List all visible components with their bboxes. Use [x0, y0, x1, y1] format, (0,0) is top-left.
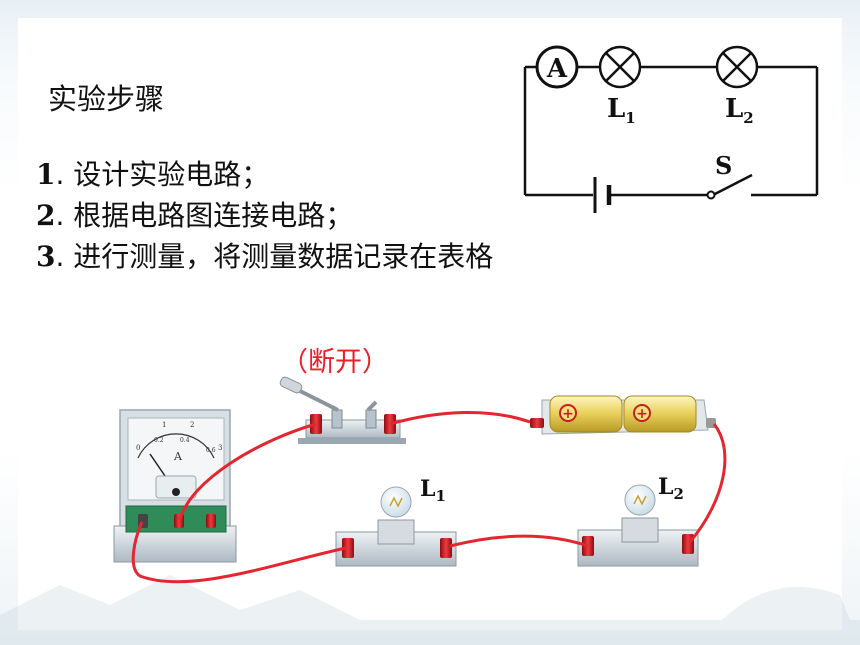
step-separator: . — [55, 199, 65, 232]
scale-tick-1: 1 — [162, 421, 166, 429]
lamp2-subscript: 2 — [743, 109, 753, 127]
step-number: 1 — [36, 158, 56, 191]
switch-contact — [706, 190, 716, 200]
step-number: 2 — [36, 199, 56, 232]
connecting-wires — [131, 410, 727, 584]
scale-tick-06: 0.6 — [206, 447, 216, 454]
switch-label: S — [715, 151, 732, 180]
lamp1-letter: L — [607, 94, 625, 124]
switch-state-label: （断开） — [281, 347, 389, 378]
lamp2-device-letter: L — [658, 474, 673, 500]
battery-pack: + + — [530, 395, 716, 435]
step-text: 设计实验电路； — [73, 158, 270, 191]
lamp2-device-label: L2 — [658, 474, 684, 503]
step-text: 根据电路图连接电路； — [73, 199, 354, 232]
battery-symbol — [593, 177, 612, 213]
lamp1-subscript: 1 — [625, 109, 635, 127]
switch-blade — [712, 173, 753, 197]
wire-switch-battery — [389, 410, 531, 426]
lamp1-symbol — [598, 45, 642, 89]
lamp1-device-subscript: 1 — [435, 487, 445, 505]
lamp1-device — [335, 486, 457, 567]
scale-tick-04: 0.4 — [180, 437, 190, 444]
step-1: 1. 设计实验电路； — [36, 153, 269, 193]
step-3: 3. 进行测量，将测量数据记录在表格 — [36, 235, 493, 275]
meter-unit-label: A — [173, 450, 183, 463]
lamp2-symbol — [715, 45, 759, 89]
scale-tick-02: 0.2 — [154, 437, 164, 444]
background-decoration — [0, 575, 860, 645]
wire-lamp2-lamp1 — [449, 534, 589, 548]
scale-tick-0: 0 — [136, 444, 140, 452]
lamp1-label: L1 — [607, 94, 636, 127]
svg-text:+: + — [636, 406, 648, 422]
knife-switch — [279, 376, 406, 444]
lamp2-device-subscript: 2 — [673, 485, 683, 503]
wire-battery-lamp2 — [688, 423, 727, 543]
step-text: 进行测量，将测量数据记录在表格 — [73, 240, 494, 273]
scale-tick-2: 2 — [190, 421, 194, 429]
lamp2-letter: L — [725, 94, 743, 124]
steps-heading: 实验步骤 — [48, 82, 165, 116]
wire-lamp1-ammeter — [131, 521, 347, 584]
scale-tick-3: 3 — [218, 444, 222, 452]
lamp2-device — [577, 484, 699, 567]
lamp2-label: L2 — [725, 94, 754, 127]
ammeter-device: 1 2 0 3 0.2 0.4 0.6 A — [113, 409, 237, 563]
svg-text:+: + — [562, 406, 574, 422]
circuit-schematic: A L1 L2 S — [523, 45, 819, 213]
ammeter-symbol: A — [535, 45, 579, 89]
lamp1-device-letter: L — [420, 476, 435, 502]
apparatus-illustration: 1 2 0 3 0.2 0.4 0.6 A — [113, 376, 727, 584]
step-separator: . — [55, 240, 65, 273]
step-number: 3 — [36, 240, 56, 273]
step-separator: . — [55, 158, 65, 191]
wire-ammeter-switch — [178, 422, 317, 521]
ammeter-letter: A — [546, 54, 568, 84]
lamp1-device-label: L1 — [420, 476, 446, 505]
step-2: 2. 根据电路图连接电路； — [36, 194, 353, 234]
